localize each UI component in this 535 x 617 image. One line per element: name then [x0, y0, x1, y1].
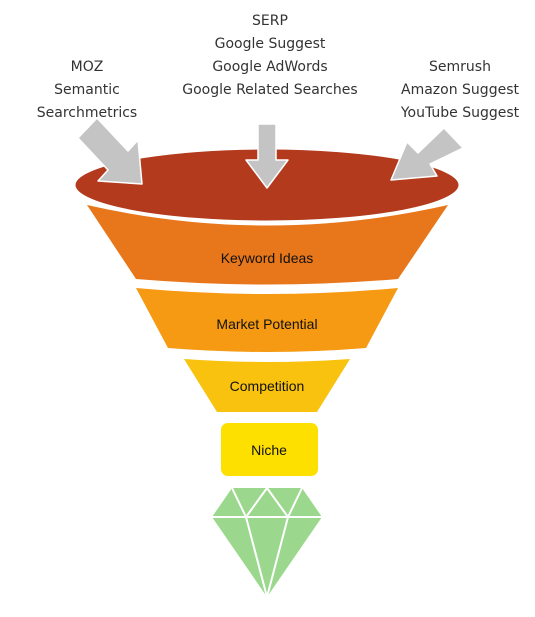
- source-group-left: MOZ Semantic Searchmetrics: [32, 56, 142, 125]
- source-label-semrush: Semrush: [429, 59, 491, 75]
- stage-band-niche: [221, 423, 318, 476]
- stage-label-niche: Niche: [251, 442, 287, 458]
- down-arrow-icon: [390, 127, 464, 181]
- source-label-semantic: Semantic: [54, 82, 120, 98]
- source-label-youtube-suggest: YouTube Suggest: [400, 105, 520, 121]
- diamond-icon: [212, 487, 322, 598]
- source-label-searchmetrics: Searchmetrics: [36, 105, 138, 121]
- funnel-stage-niche: Niche: [221, 423, 318, 476]
- funnel-stage-keyword-ideas: Keyword Ideas: [87, 205, 448, 285]
- source-group-right: Semrush Amazon Suggest YouTube Suggest: [395, 56, 525, 125]
- stage-band-market-potential: [136, 288, 398, 352]
- down-arrow-icon: [77, 117, 143, 185]
- funnel-stage-competition: Competition: [184, 359, 350, 412]
- source-label-google-adwords: Google AdWords: [212, 59, 328, 75]
- down-arrow-icon: [245, 123, 289, 189]
- source-label-amazon-suggest: Amazon Suggest: [401, 82, 519, 98]
- diamond-facet-lines: [231, 487, 303, 518]
- stage-label-market-potential: Market Potential: [216, 316, 317, 332]
- source-label-serp: SERP: [252, 13, 288, 29]
- source-label-moz: MOZ: [70, 59, 104, 75]
- stage-label-competition: Competition: [230, 378, 305, 394]
- source-group-center: SERP Google Suggest Google AdWords Googl…: [180, 10, 360, 102]
- diamond-body: [212, 488, 322, 597]
- stage-band-keyword-ideas: [87, 205, 448, 285]
- funnel-stage-market-potential: Market Potential: [136, 288, 398, 352]
- source-label-google-related-searches: Google Related Searches: [182, 82, 358, 98]
- source-label-google-suggest: Google Suggest: [214, 36, 326, 52]
- stage-label-keyword-ideas: Keyword Ideas: [221, 250, 314, 266]
- diamond-facet-lines: [245, 516, 289, 598]
- stage-band-competition: [184, 359, 350, 412]
